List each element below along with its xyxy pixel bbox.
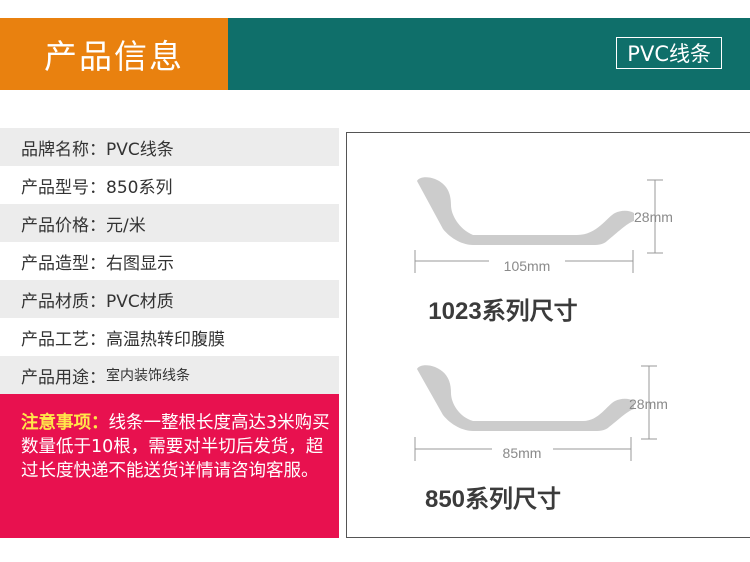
spec-row-material: 产品材质： PVC材质 (0, 280, 339, 318)
width-label-1: 105mm (504, 258, 551, 274)
spec-row-usage: 产品用途： 室内装饰线条 (0, 356, 339, 394)
spec-label: 产品价格： (21, 215, 106, 236)
header-bar: PVC线条 (228, 18, 750, 90)
molding-profile-1 (417, 177, 634, 245)
notice-box: 注意事项：线条一整根长度高达3米购买数量低于10根，需要对半切后发货，超过长度快… (0, 394, 339, 538)
spec-value: 右图显示 (106, 253, 174, 274)
spec-row-brand: 品牌名称： PVC线条 (0, 128, 339, 166)
spec-value: 室内装饰线条 (106, 368, 190, 384)
spec-label: 产品材质： (21, 291, 106, 312)
caption-850-series: 850系列尺寸 (424, 486, 562, 513)
spec-value: 850系列 (106, 177, 173, 198)
spec-row-shape: 产品造型： 右图显示 (0, 242, 339, 280)
spec-label: 产品型号： (21, 177, 106, 198)
product-tag: PVC线条 (616, 37, 722, 69)
height-label-1: 28mm (634, 209, 673, 225)
spec-label: 产品用途： (21, 367, 106, 388)
spec-label: 产品造型： (21, 253, 106, 274)
molding-profile-2 (417, 365, 634, 431)
spec-row-process: 产品工艺： 高温热转印腹膜 (0, 318, 339, 356)
caption-1023-series: 1023系列尺寸 (428, 298, 578, 325)
spec-label: 产品工艺： (21, 329, 106, 350)
spec-value: PVC材质 (106, 291, 174, 312)
spec-list: 品牌名称： PVC线条 产品型号： 850系列 产品价格： 元/米 产品造型： … (0, 128, 339, 394)
spec-value: PVC线条 (106, 139, 174, 160)
spec-value: 高温热转印腹膜 (106, 329, 225, 350)
notice-text: 线条一整根长度高达3米购买数量低于10根，需要对半切后发货，超过长度快递不能送货… (21, 413, 330, 481)
spec-row-price: 产品价格： 元/米 (0, 204, 339, 242)
notice-title: 注意事项： (21, 413, 109, 433)
height-label-2: 28mm (629, 396, 668, 412)
dimension-diagram: 28mm 105mm 28mm 85mm 1023系列尺寸 850系列尺寸 (346, 132, 750, 538)
spec-row-model: 产品型号： 850系列 (0, 166, 339, 204)
width-label-2: 85mm (503, 445, 542, 461)
section-title: 产品信息 (0, 18, 228, 90)
profile-drawings: 28mm 105mm 28mm 85mm (414, 177, 673, 461)
header-banner: 产品信息 PVC线条 (0, 18, 750, 90)
spec-value: 元/米 (106, 215, 146, 236)
spec-label: 品牌名称： (21, 139, 106, 160)
